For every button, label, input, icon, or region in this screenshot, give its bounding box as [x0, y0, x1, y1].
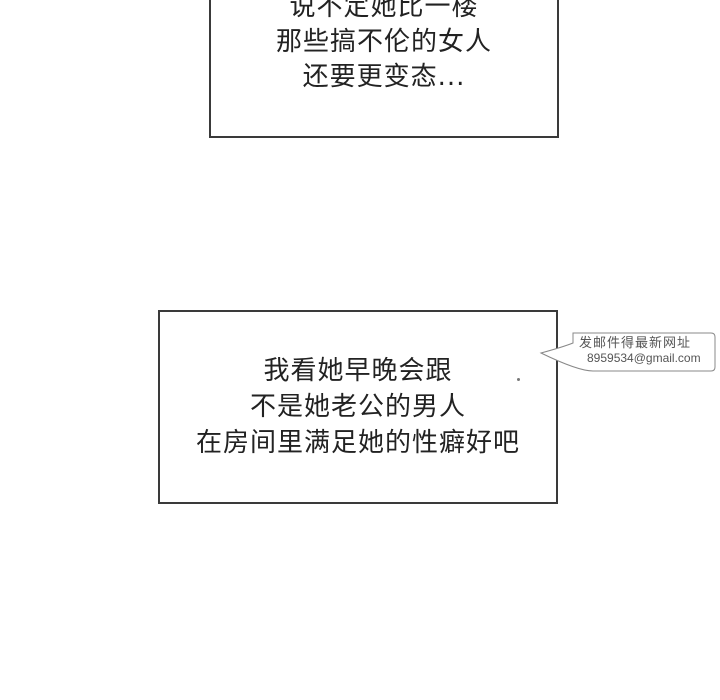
- caption-line: 我看她早晚会跟: [263, 356, 453, 386]
- watermark-email: 8959534@gmail.com: [587, 351, 701, 365]
- caption-line: 在房间里满足她的性癖好吧: [195, 428, 520, 458]
- watermark-text: 发邮件得最新网址: [579, 336, 692, 351]
- speck-mark: [517, 378, 520, 381]
- speech-bubble-icon: [539, 332, 716, 372]
- caption-line: 不是她老公的男人: [249, 392, 466, 422]
- caption-box-bottom: 我看她早晚会跟 不是她老公的男人 在房间里满足她的性癖好吧: [158, 310, 558, 504]
- caption-box-top: 说不定她比一楼 那些搞不伦的女人 还要更变态...: [209, 0, 559, 138]
- caption-line: 那些搞不伦的女人: [275, 27, 492, 57]
- watermark: 发邮件得最新网址 8959534@gmail.com: [533, 329, 718, 377]
- caption-line: 还要更变态...: [302, 62, 466, 92]
- caption-line: 说不定她比一楼: [289, 0, 479, 22]
